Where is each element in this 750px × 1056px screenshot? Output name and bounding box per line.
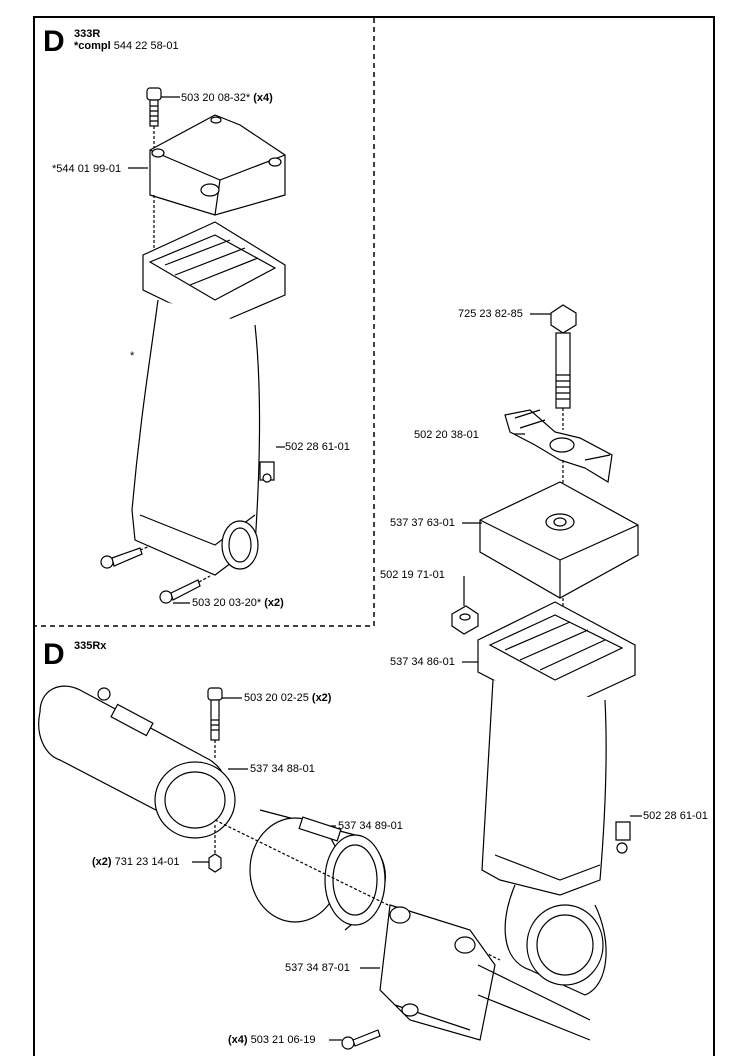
screw-503-20-03-20-a — [100, 547, 143, 569]
callout-label: 502 28 61-01 — [643, 810, 708, 822]
sleeve-537-34-89-01 — [249, 809, 386, 931]
part-number: 537 34 89-01 — [338, 820, 403, 832]
callout-label: (x2) 731 23 14-01 — [92, 856, 179, 868]
callout-label: 502 28 61-01 — [285, 441, 350, 453]
bolt-725-23-82-85 — [550, 304, 577, 409]
cover-537-37-63-01 — [479, 481, 639, 599]
part-number: 537 34 86-01 — [390, 656, 455, 668]
callout-label: 537 34 88-01 — [250, 763, 315, 775]
part-number: 725 23 82-85 — [458, 308, 523, 320]
star-marker: * — [130, 350, 135, 362]
section-letter-335rx: D — [43, 638, 65, 671]
quantity: (x4) — [228, 1034, 248, 1046]
callout-label: 537 34 86-01 — [390, 656, 455, 668]
part-number: 502 19 71-01 — [380, 569, 445, 581]
diagram-frame — [33, 16, 715, 1056]
part-number: 503 20 03-20* — [192, 597, 262, 609]
part-number: 502 28 61-01 — [643, 810, 708, 822]
tube-clamp-537-34-88-01 — [38, 685, 236, 839]
callout-label: 503 20 02-25 (x2) — [244, 692, 331, 704]
callout-label: 503 20 08-32* (x4) — [181, 92, 273, 104]
callout-label: *544 01 99-01 — [52, 163, 121, 175]
clip-502-28-61-01-b — [615, 821, 631, 854]
compl-prefix: *compl — [74, 40, 111, 52]
quantity: (x2) — [311, 692, 332, 704]
screw-503-20-02-25 — [207, 687, 223, 741]
quantity: (x2) — [264, 597, 284, 609]
part-number: 503 21 06-19 — [250, 1034, 316, 1046]
nut-502-19-71-01 — [451, 605, 479, 635]
callout-label: 537 34 89-01 — [338, 820, 403, 832]
cap-544-01-99-01 — [149, 114, 286, 216]
part-number: 502 20 38-01 — [414, 429, 479, 441]
callout-label: 725 23 82-85 — [458, 308, 523, 320]
quantity: (x2) — [92, 856, 112, 868]
handle-block-333r — [131, 221, 286, 576]
screw-503-21-06-19 — [341, 1029, 381, 1050]
screw-503-20-08-32 — [146, 87, 162, 127]
screw-503-20-03-20-b — [159, 579, 201, 604]
quantity: (x4) — [253, 92, 273, 104]
callout-label: 537 37 63-01 — [390, 517, 455, 529]
section-compl-333r: *compl 544 22 58-01 — [74, 40, 179, 52]
part-number: 731 23 14-01 — [114, 856, 180, 868]
callout-label: 537 34 87-01 — [285, 962, 350, 974]
section-divider — [33, 18, 375, 627]
part-number: 537 37 63-01 — [390, 517, 455, 529]
part-number: 503 20 08-32* — [181, 92, 251, 104]
part-number: 537 34 88-01 — [250, 763, 315, 775]
section-model-333r: 333R — [74, 28, 101, 40]
part-number: 537 34 87-01 — [285, 962, 350, 974]
nut-731-23-14-01 — [208, 853, 222, 873]
part-number: 502 28 61-01 — [285, 441, 350, 453]
callout-label: 503 20 03-20* (x2) — [192, 597, 284, 609]
part-number: *544 01 99-01 — [52, 163, 122, 175]
clip-502-28-61-01 — [259, 461, 275, 483]
bracket-537-34-87-01 — [379, 904, 496, 1041]
knob-502-20-38-01 — [504, 409, 613, 483]
section-model-335rx: 335Rx — [74, 640, 107, 652]
callout-label: 502 20 38-01 — [414, 429, 479, 441]
compl-number: 544 22 58-01 — [113, 40, 179, 52]
part-number: 503 20 02-25 — [244, 692, 309, 704]
callout-label: (x4) 503 21 06-19 — [228, 1034, 315, 1046]
section-letter-333r: D — [43, 25, 65, 58]
callout-label: 502 19 71-01 — [380, 569, 445, 581]
handle-block-537-34-86-01 — [477, 601, 636, 996]
